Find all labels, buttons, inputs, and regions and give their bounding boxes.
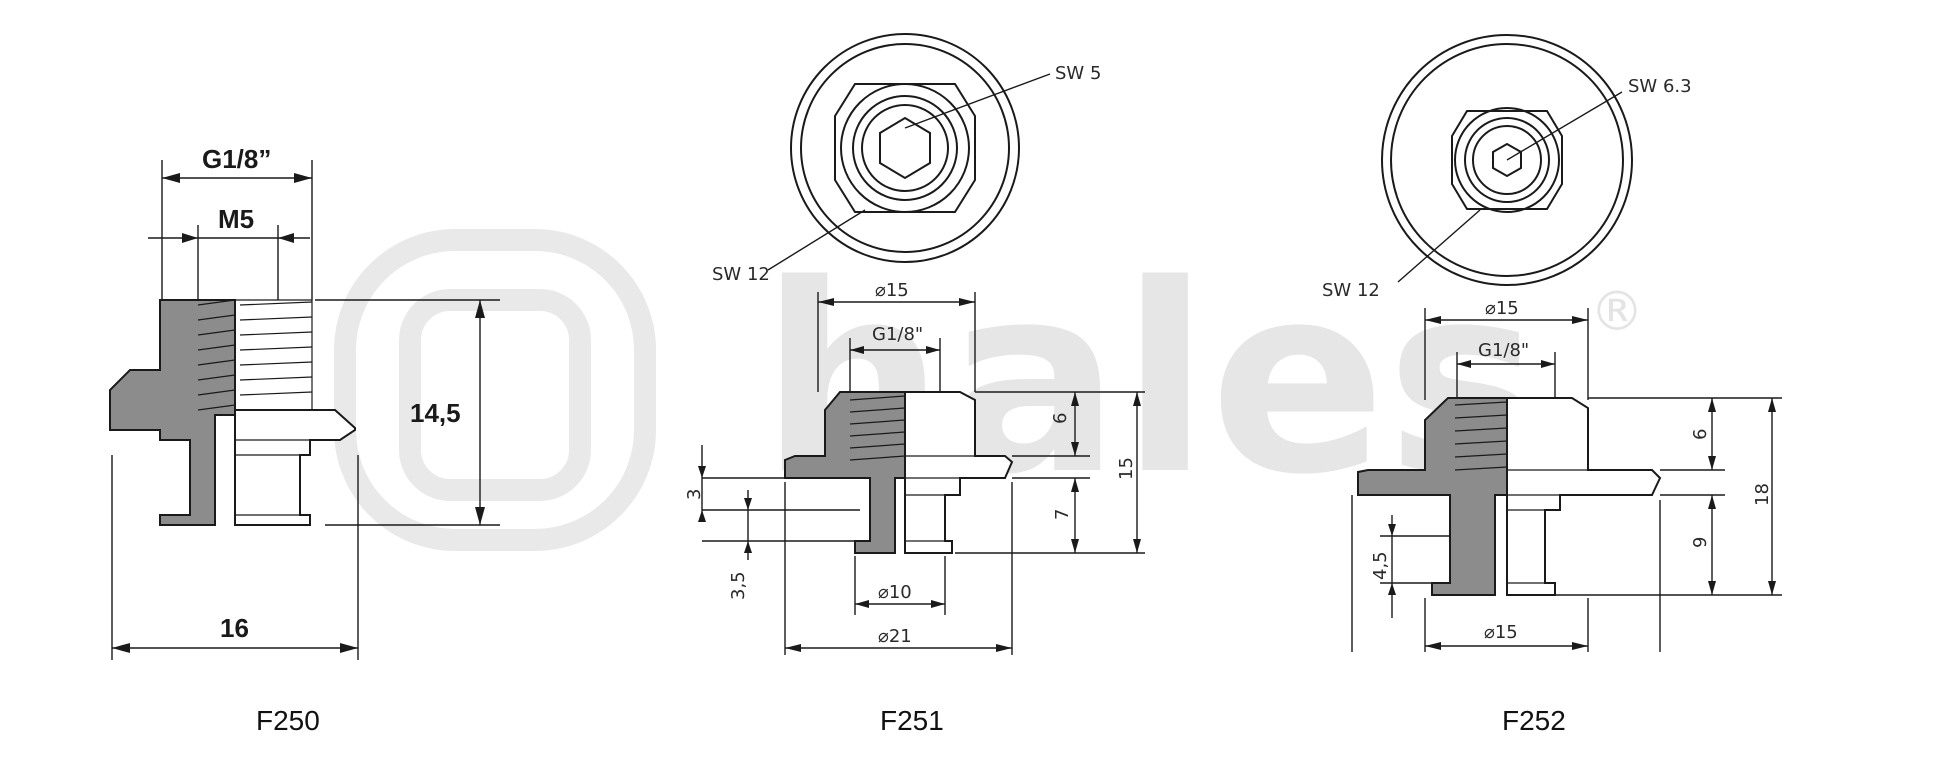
dim-label-4-5-f252: 4,5: [1370, 551, 1391, 580]
dim-g18-f251: G1/8": [849, 324, 941, 392]
dim-label-g18-f252: G1/8": [1478, 340, 1529, 361]
callout-sw12-f251: SW 12: [712, 264, 770, 285]
callout-sw12-f252: SW 12: [1322, 280, 1380, 301]
dim-d15-bottom-f252: ⌀15: [1424, 500, 1661, 652]
dim-label-14-5: 14,5: [410, 398, 461, 428]
watermark-logo-outer: [334, 229, 656, 551]
dim-d15-top-f252: ⌀15: [1424, 298, 1589, 400]
f250-body-right: [234, 409, 356, 526]
dim-label-d10-f251: ⌀10: [878, 582, 912, 603]
dim-label-g18: G1/8”: [202, 144, 271, 174]
dim-label-6-f251: 6: [1050, 413, 1071, 424]
dim-label-g18-f251: G1/8": [872, 324, 923, 345]
dim-label-15-f251: 15: [1116, 457, 1137, 480]
dim-label-9-f252: 9: [1690, 537, 1711, 548]
dim-label-3-5-f251: 3,5: [728, 571, 749, 600]
dim-left-f252: 4,5: [1351, 495, 1450, 652]
caption-f250: F250: [256, 705, 320, 736]
dim-d15-f251: ⌀15: [817, 280, 976, 392]
dim-g18-f250: G1/8”: [161, 144, 313, 300]
dim-label-d21-f251: ⌀21: [878, 626, 912, 647]
dim-g18-f252: G1/8": [1456, 340, 1556, 400]
watermark-registered-mark: ®: [1590, 280, 1644, 343]
part-f251: SW 5 SW 12 ⌀15 G1/8": [684, 33, 1145, 736]
dim-right-f251: 6 15 7: [955, 391, 1145, 554]
dim-label-d15-bottom-f252: ⌀15: [1484, 622, 1518, 643]
dim-label-d15-top-f252: ⌀15: [1485, 298, 1519, 319]
caption-f251: F251: [880, 705, 944, 736]
dim-label-6-f252: 6: [1690, 429, 1711, 440]
f252-body-right: [1506, 397, 1662, 596]
f252-top-view: SW 6.3 SW 12: [1322, 34, 1692, 301]
callout-sw6-3: SW 6.3: [1628, 76, 1692, 97]
dim-width-f250: 16: [111, 455, 359, 660]
dim-label-d15-f251: ⌀15: [875, 280, 909, 301]
dim-m5-f250: M5: [148, 204, 310, 300]
part-f250: G1/8” M5 14,5: [109, 144, 500, 736]
dim-label-3-f251: 3: [684, 489, 705, 500]
dim-right-f252: 6 18 9: [1555, 397, 1782, 596]
dim-left-f251: 3 3,5: [684, 445, 860, 600]
f251-top-view: SW 5 SW 12: [712, 33, 1101, 285]
watermark-logo-inner: [399, 289, 591, 501]
dim-d21-f251: ⌀21: [784, 482, 1013, 655]
dim-height-f250: 14,5: [315, 299, 500, 526]
dim-d10-f251: ⌀10: [854, 556, 946, 615]
caption-f252: F252: [1502, 705, 1566, 736]
callout-sw5: SW 5: [1055, 63, 1101, 84]
dim-label-18-f252: 18: [1752, 483, 1773, 506]
dim-label-m5: M5: [218, 204, 254, 234]
f252-section-left: [1357, 397, 1508, 596]
dim-label-7-f251: 7: [1052, 509, 1073, 520]
part-f252: SW 6.3 SW 12 ⌀15 G1/8": [1322, 34, 1782, 736]
f250-section-left: [109, 299, 236, 526]
f251-section-left: [784, 391, 906, 554]
dim-label-16: 16: [220, 613, 249, 643]
